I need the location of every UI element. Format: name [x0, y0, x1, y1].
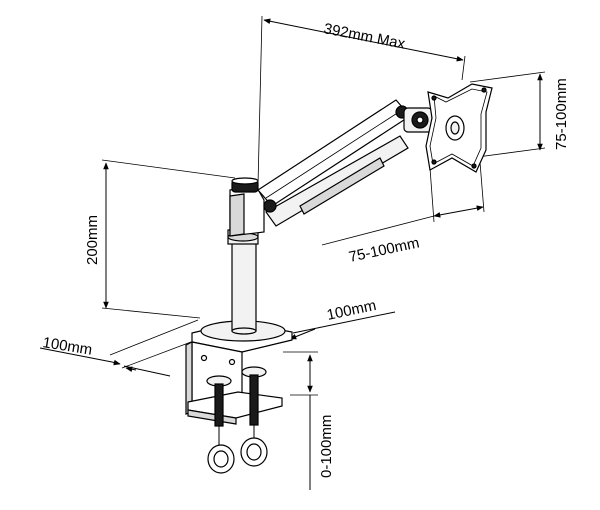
desk-clamp	[185, 321, 293, 474]
vesa-vertical-dimension: 75-100mm	[469, 71, 570, 159]
base-width-label: 100mm	[41, 334, 93, 359]
gas-spring-arm	[257, 99, 433, 227]
pole-height-label: 200mm	[84, 215, 101, 265]
base-width-dimension: 100mm	[39, 319, 199, 377]
pole-height-dimension: 200mm	[84, 159, 236, 319]
vesa-plate	[425, 83, 493, 173]
clamp-range-dimension: 0-100mm	[283, 351, 335, 490]
base-depth-dimension: 100mm	[289, 297, 396, 340]
clamp-range-label: 0-100mm	[318, 415, 335, 478]
vesa-horizontal-label: 75-100mm	[347, 234, 421, 266]
vesa-vertical-label: 75-100mm	[553, 78, 570, 150]
base-depth-label: 100mm	[325, 297, 377, 324]
reach-label: 392mm Max	[322, 20, 407, 53]
pole-assembly	[200, 177, 286, 342]
